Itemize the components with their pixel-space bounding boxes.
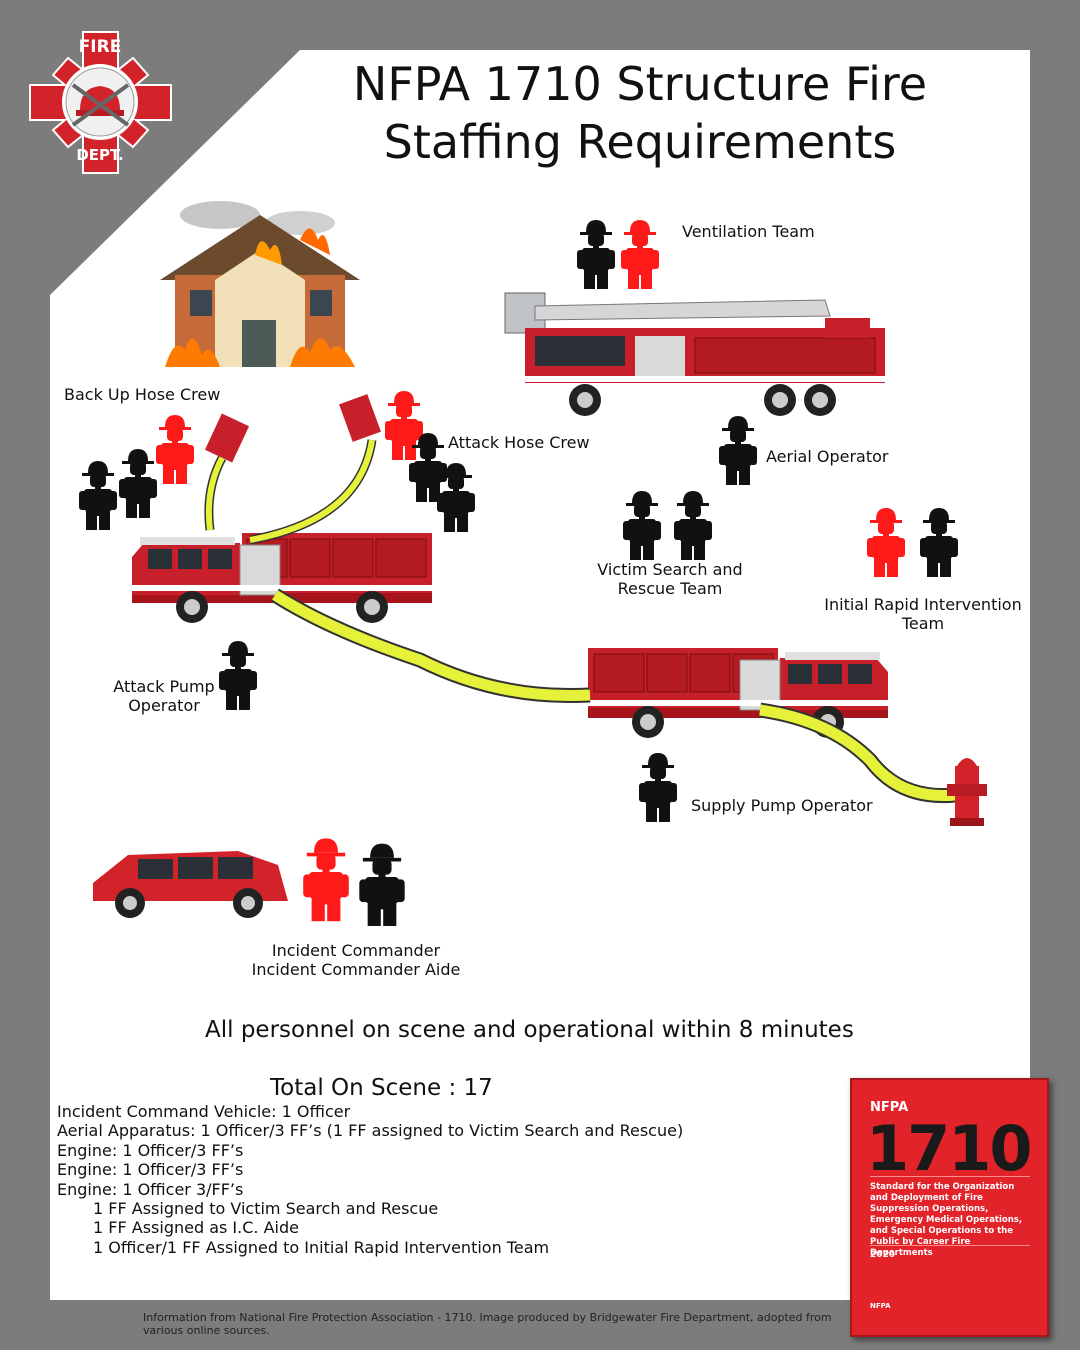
fire-dept-logo: FIRE DEPT. [29, 31, 172, 174]
incident-commander-aide-line: Incident Commander Aide [251, 960, 461, 979]
label-attack-hose-crew: Attack Hose Crew [448, 433, 590, 452]
label-back-up-hose-crew: Back Up Hose Crew [64, 385, 221, 404]
list-item: Aerial Apparatus: 1 Officer/3 FF’s (1 FF… [57, 1121, 684, 1141]
label-rapid-intervention: Initial Rapid Intervention Team [818, 595, 1028, 633]
list-item: Incident Command Vehicle: 1 Officer [57, 1102, 351, 1121]
ventilation-officer-figure [620, 217, 660, 289]
label-incident-commander: Incident Commander Incident Commander Ai… [236, 941, 476, 979]
search-firefighter-figure-2 [673, 488, 713, 560]
book-number: 1710 [866, 1112, 1033, 1185]
title-line2: Staffing Requirements [383, 115, 897, 169]
title-line1: NFPA 1710 Structure Fire [352, 57, 928, 111]
rit-officer-figure [866, 505, 906, 577]
book-brand: NFPA [870, 1100, 909, 1115]
list-item: Engine: 1 Officer/3 FF’s [57, 1160, 244, 1180]
search-firefighter-figure-1 [622, 488, 662, 560]
supply-pump-operator-figure [638, 750, 678, 822]
backup-officer-figure [155, 412, 195, 484]
book-description: Standard for the Organization and Deploy… [870, 1182, 1023, 1258]
staffing-list: Incident Command Vehicle: 1 Officer Aeri… [57, 1102, 683, 1257]
incident-commander-figure [302, 833, 350, 923]
aerial-operator-figure [718, 413, 758, 485]
operational-time-note: All personnel on scene and operational w… [205, 1017, 854, 1043]
list-item: 1 Officer/1 FF Assigned to Initial Rapid… [93, 1237, 550, 1257]
total-on-scene: Total On Scene : 17 [270, 1075, 493, 1101]
book-rule [870, 1245, 1030, 1246]
victim-search-line1: Victim Search and [597, 560, 743, 579]
book-publisher: NFPA [870, 1302, 891, 1310]
ic-aide-figure [358, 840, 406, 926]
backup-firefighter-figure-2 [118, 446, 158, 518]
fire-hydrant [947, 758, 987, 826]
attack-firefighter-figure-2 [436, 460, 476, 532]
label-attack-pump-operator: Attack Pump Operator [108, 677, 220, 715]
label-victim-search: Victim Search and Rescue Team [590, 560, 750, 598]
ventilation-firefighter-figure [576, 217, 616, 289]
victim-search-line2: Rescue Team [617, 579, 723, 598]
rit-firefighter-figure [919, 505, 959, 577]
burning-house-illustration [160, 201, 360, 367]
aerial-ladder-truck [504, 292, 885, 416]
logo-bottom-text: DEPT. [76, 146, 123, 164]
page-title: NFPA 1710 Structure Fire Staffing Requir… [320, 55, 960, 171]
label-supply-pump-operator: Supply Pump Operator [691, 796, 873, 815]
list-item: 1 FF Assigned to Victim Search and Rescu… [93, 1199, 439, 1219]
incident-commander-line: Incident Commander [271, 941, 441, 960]
rit-line1: Initial Rapid Intervention [824, 595, 1022, 614]
list-item: Engine: 1 Officer/3 FF’s [57, 1140, 244, 1160]
label-aerial-operator: Aerial Operator [766, 447, 889, 466]
attack-pump-line1: Attack Pump [113, 677, 215, 696]
nfpa-1710-book-cover: NFPA 1710 Standard for the Organization … [850, 1078, 1049, 1337]
incident-command-vehicle [93, 851, 288, 918]
book-rule [870, 1176, 1030, 1177]
rit-line2: Team [901, 614, 945, 633]
label-ventilation-team: Ventilation Team [682, 222, 815, 241]
source-footer: Information from National Fire Protectio… [143, 1311, 832, 1337]
attack-pump-line2: Operator [128, 696, 200, 715]
backup-firefighter-figure-1 [78, 458, 118, 530]
list-item: Engine: 1 Officer 3/FF’s [57, 1179, 244, 1199]
logo-top-text: FIRE [79, 37, 122, 57]
list-item: 1 FF Assigned as I.C. Aide [93, 1218, 299, 1238]
book-year: 2020 [870, 1250, 896, 1260]
attack-pump-operator-figure [218, 638, 258, 710]
